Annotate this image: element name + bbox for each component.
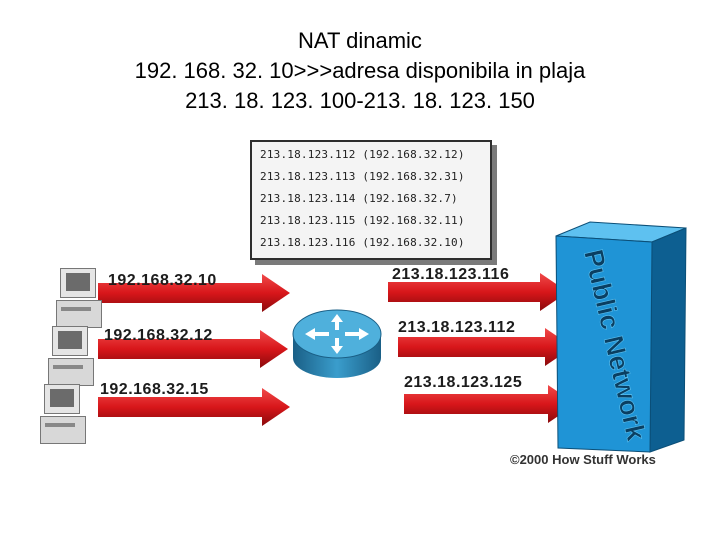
title-line-2: 192. 168. 32. 10>>>adresa disponibila in…	[134, 58, 586, 83]
nat-table-row: 213.18.123.113 (192.168.32.31)	[260, 170, 465, 183]
arrow-out-1	[388, 273, 568, 311]
computer-icon	[48, 326, 94, 388]
copyright-text: ©2000 How Stuff Works	[510, 452, 656, 467]
arrow-out-3	[404, 385, 576, 423]
title-line-3: 213. 18. 123. 100-213. 18. 123. 150	[185, 88, 535, 113]
outside-ip-label: 213.18.123.112	[398, 319, 516, 336]
inside-ip-label: 192.168.32.10	[108, 272, 217, 289]
computer-icon	[56, 268, 102, 330]
inside-ip-label: 192.168.32.15	[100, 381, 209, 398]
nat-translation-table: 213.18.123.112 (192.168.32.12) 213.18.12…	[250, 140, 492, 260]
arrow-host-1	[98, 274, 290, 312]
nat-table-row: 213.18.123.114 (192.168.32.7)	[260, 192, 458, 205]
outside-ip-label: 213.18.123.116	[392, 266, 510, 283]
nat-table-row: 213.18.123.116 (192.168.32.10)	[260, 236, 465, 249]
arrow-out-2	[398, 328, 573, 366]
computer-icon	[40, 384, 86, 446]
outside-ip-label: 213.18.123.125	[404, 374, 523, 391]
router-icon	[291, 300, 383, 384]
nat-table-row: 213.18.123.112 (192.168.32.12)	[260, 148, 465, 161]
title-line-1: NAT dinamic	[298, 28, 422, 53]
arrow-host-2	[98, 330, 288, 368]
nat-table-row: 213.18.123.115 (192.168.32.11)	[260, 214, 465, 227]
arrow-host-3	[98, 388, 290, 426]
inside-ip-label: 192.168.32.12	[104, 327, 213, 344]
